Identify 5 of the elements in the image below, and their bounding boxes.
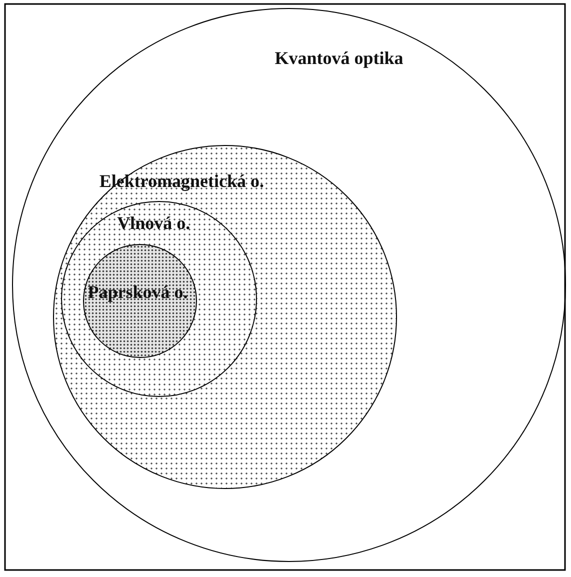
nested-circle xyxy=(83,244,198,358)
nested-circle xyxy=(61,201,258,398)
circle-label: Vlnová o. xyxy=(117,213,190,234)
circle-label: Kvantová optika xyxy=(274,48,404,68)
circle-label: Paprsková o. xyxy=(88,282,188,302)
